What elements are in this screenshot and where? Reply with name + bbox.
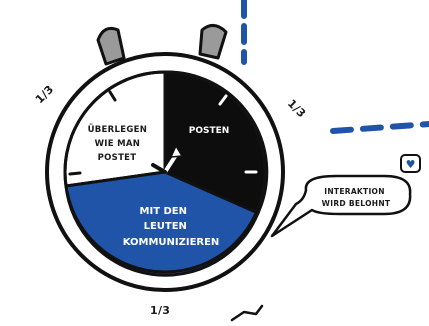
speech-bubble: INTERAKTION WIRD BELOHNT [272,176,410,236]
segment-think-line-3: POSTET [98,153,137,163]
dashed-connector-horizontal [333,124,429,131]
fraction-label-right: 1/3 [285,97,309,121]
heart-badge: ♥ [401,155,420,172]
segment-communicate-line-1: MIT DEN [140,206,187,217]
fraction-label-bottom: 1/3 [150,304,170,317]
speech-bubble-line-1: INTERAKTION [324,187,385,196]
segment-communicate-line-3: KOMMUNIZIEREN [123,237,220,248]
segment-communicate-line-2: LEUTEN [144,221,187,232]
segment-post-line-1: POSTEN [189,126,230,136]
speech-bubble-line-2: WIRD BELOHNT [322,199,391,208]
fraction-label-left: 1/3 [33,83,57,107]
heart-icon: ♥ [406,158,416,171]
segment-think-line-1: ÜBERLEGEN [88,124,148,135]
stopwatch-button-right [200,25,226,58]
segment-post-label: POSTEN [189,126,230,136]
squiggle-arrow-icon [232,306,262,320]
stopwatch-button-left [98,28,124,64]
segment-think-line-2: WIE MAN [95,139,141,149]
